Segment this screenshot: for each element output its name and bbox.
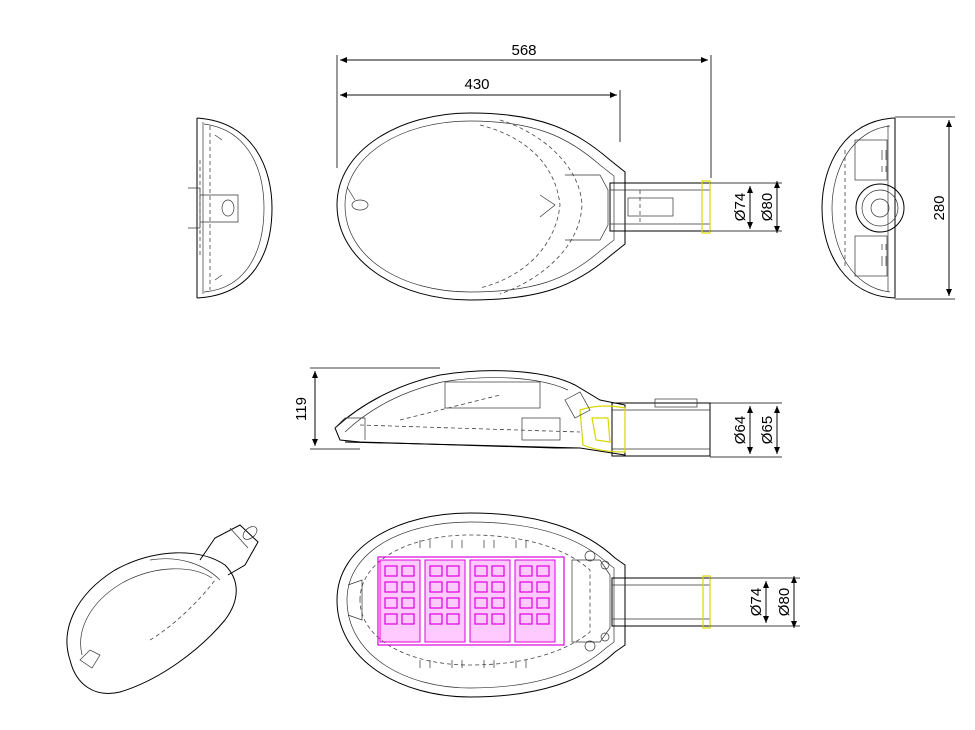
led-modules [377, 556, 565, 646]
dim-top-d74-label: Ø74 [732, 193, 749, 221]
dim-430-label: 430 [464, 76, 489, 93]
isometric-view [66, 524, 259, 694]
dim-top-d80-label: Ø80 [759, 193, 776, 221]
dim-width: 280 [895, 116, 955, 300]
dim-280-label: 280 [931, 195, 948, 220]
dim-bottom-d74-label: Ø74 [748, 588, 765, 616]
dim-bottom-d80-label: Ø80 [776, 588, 793, 616]
dim-height: 119 [293, 367, 440, 450]
dim-side-d64-label: Ø64 [732, 416, 749, 444]
rear-view [821, 117, 905, 299]
vent-slots-top [419, 540, 527, 668]
dim-side-d65-label: Ø65 [759, 416, 776, 444]
front-view [188, 117, 273, 299]
dim-overall-length: 568 [336, 42, 712, 178]
side-view [334, 370, 711, 457]
bottom-view [336, 512, 711, 698]
dim-bottom-diameters: Ø74 Ø80 [710, 576, 800, 628]
dim-119-label: 119 [293, 397, 310, 421]
top-view [336, 112, 711, 301]
dim-top-diameters: Ø74 Ø80 [710, 181, 782, 233]
dim-568-label: 568 [511, 42, 536, 59]
dim-body-length: 430 [340, 76, 621, 142]
dim-side-diameters: Ø64 Ø65 [710, 402, 782, 458]
